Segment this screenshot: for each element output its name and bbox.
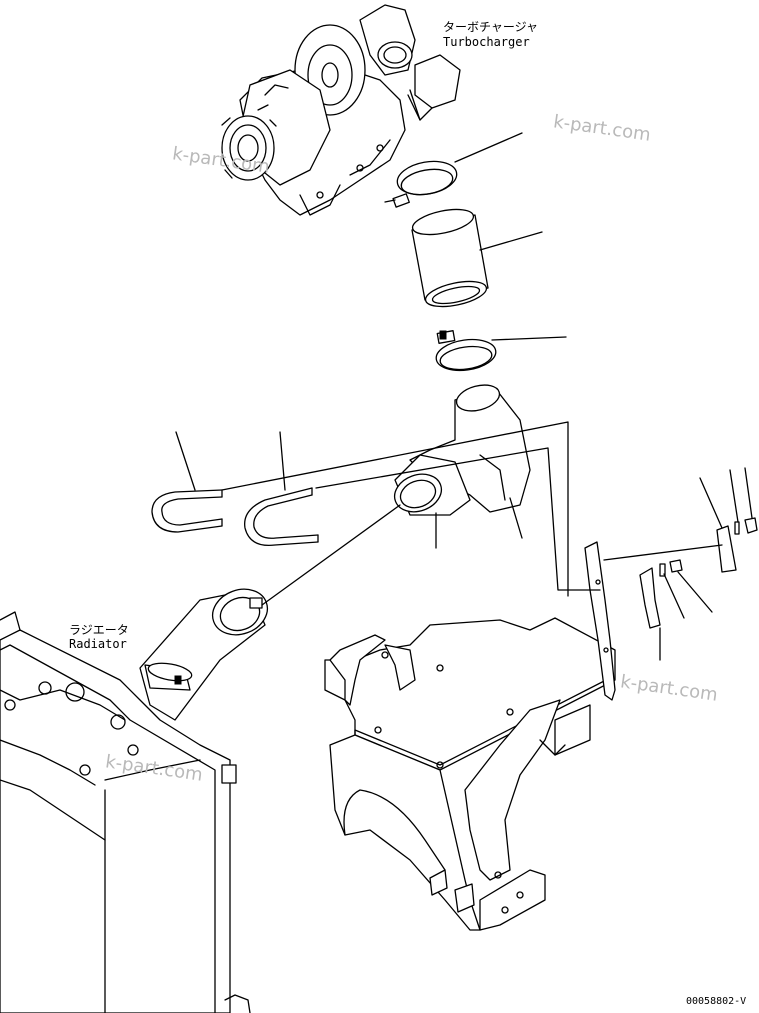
radiator — [0, 611, 251, 1013]
drawing-code: 00058802-V — [686, 996, 747, 1007]
turbocharger-label-jp: ターボチャージャ — [443, 20, 539, 34]
upper-hose-clamp — [384, 160, 458, 208]
radiator-label-jp: ラジエータ — [69, 623, 129, 637]
hardware-bolts — [639, 517, 758, 629]
lower-hose-clamp — [435, 330, 497, 372]
turbocharger-label-en: Turbocharger — [443, 35, 530, 49]
elbow-pipe — [393, 384, 531, 516]
bracket-stand — [324, 617, 616, 931]
radiator-label-en: Radiator — [69, 637, 127, 651]
leader-lines — [175, 89, 753, 661]
support-plate — [584, 541, 616, 701]
turbocharger — [221, 4, 461, 216]
rubber-hose — [411, 208, 489, 308]
u-bolt-2 — [244, 487, 319, 547]
u-bolt-1 — [151, 489, 223, 533]
radiator-hose — [139, 588, 269, 721]
